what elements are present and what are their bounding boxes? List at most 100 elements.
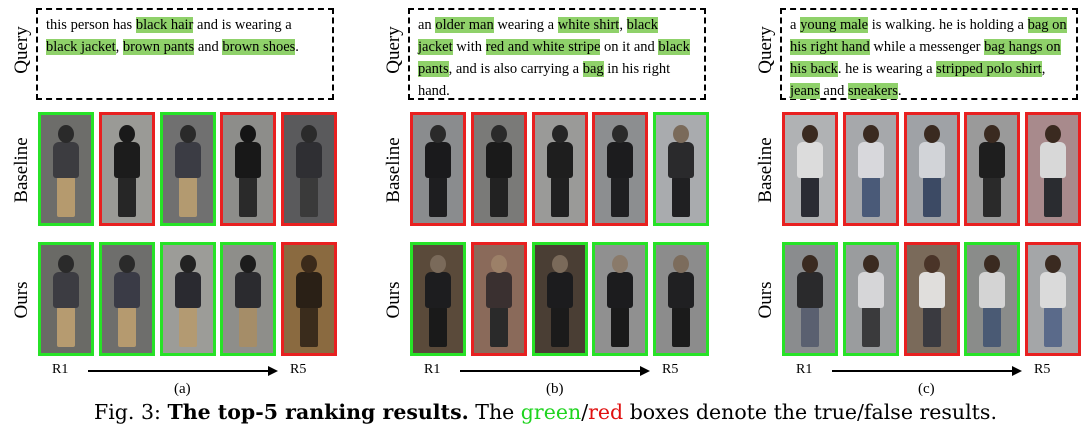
person-head [119,125,135,143]
person-torso [235,142,261,178]
query-text: , and is also carrying a [448,61,583,77]
baseline-result-1-false [410,112,466,226]
query-highlight: brown pants [122,39,195,55]
person-legs [923,307,941,347]
person-legs [179,177,197,217]
person-torso [296,272,322,308]
person-head [301,125,317,143]
person-legs [983,177,1001,217]
ours-result-2-true [99,242,155,356]
rank-arrow-line [832,370,1012,372]
query-highlight: sneakers [847,83,898,99]
row-label-query: Query [383,26,404,74]
person-head [924,125,940,143]
caption-bold: The top-5 ranking results. [167,400,469,424]
figure-caption: Fig. 3: The top-5 ranking results. The g… [0,400,1091,424]
row-label-query: Query [755,26,776,74]
row-label-baseline: Baseline [11,137,32,203]
baseline-result-4-false [220,112,276,226]
person-head [802,125,818,143]
person-legs [672,307,690,347]
person-head [612,125,628,143]
caption-mid: The [468,400,521,424]
person-legs [57,177,75,217]
person-legs [429,307,447,347]
query-text: wearing a [493,17,558,33]
person-legs [300,177,318,217]
person-legs [551,307,569,347]
person-head [673,125,689,143]
person-legs [672,177,690,217]
person-torso [175,272,201,308]
baseline-result-3-true [160,112,216,226]
ours-result-1-true [410,242,466,356]
person-head [984,125,1000,143]
person-torso [425,272,451,308]
ours-result-2-true [843,242,899,356]
person-legs [1044,307,1062,347]
caption-red-word: red [588,400,624,424]
person-legs [611,307,629,347]
rank-arrow-icon [268,366,278,376]
person-legs [118,307,136,347]
person-torso [607,142,633,178]
query-text: in his right hand. [418,61,671,99]
rank-end-label: R5 [662,362,679,377]
query-text: , [619,17,627,33]
person-head [58,125,74,143]
query-text: , [115,39,123,55]
query-text: with [452,39,486,55]
rank-end-label: R5 [1034,362,1051,377]
query-text: and is wearing a [193,17,292,33]
person-torso [979,272,1005,308]
person-legs [801,307,819,347]
person-torso [797,142,823,178]
person-torso [235,272,261,308]
query-highlight: black hair [135,17,194,33]
person-legs [429,177,447,217]
panel-sublabel: (c) [918,381,935,397]
query-text-box: an older man wearing a white shirt, blac… [408,8,706,100]
baseline-result-5-false [1025,112,1081,226]
ours-result-4-true [592,242,648,356]
person-head [430,125,446,143]
person-torso [668,142,694,178]
rank-arrow-line [88,370,268,372]
person-head [240,255,256,273]
baseline-result-3-false [904,112,960,226]
person-legs [1044,177,1062,217]
person-legs [611,177,629,217]
person-head [491,255,507,273]
caption-suffix: boxes denote the true/false results. [623,400,997,424]
ours-result-1-true [782,242,838,356]
person-head [863,255,879,273]
person-legs [862,177,880,217]
query-text: this person has [46,17,136,33]
person-head [1045,125,1061,143]
ours-result-5-true [653,242,709,356]
person-head [612,255,628,273]
person-legs [983,307,1001,347]
person-head [552,125,568,143]
person-torso [547,272,573,308]
query-text: an [418,17,436,33]
row-label-query: Query [11,26,32,74]
query-highlight: black jacket [46,39,116,55]
query-highlight: jeans [790,83,820,99]
query-text: , [1041,61,1046,77]
baseline-result-2-false [471,112,527,226]
person-torso [1040,272,1066,308]
ours-result-3-true [532,242,588,356]
person-torso [547,142,573,178]
query-text: while a messenger [869,39,985,55]
person-legs [300,307,318,347]
person-head [180,255,196,273]
person-torso [114,142,140,178]
person-legs [179,307,197,347]
person-head [673,255,689,273]
ours-result-3-true [160,242,216,356]
person-torso [668,272,694,308]
baseline-result-1-true [38,112,94,226]
